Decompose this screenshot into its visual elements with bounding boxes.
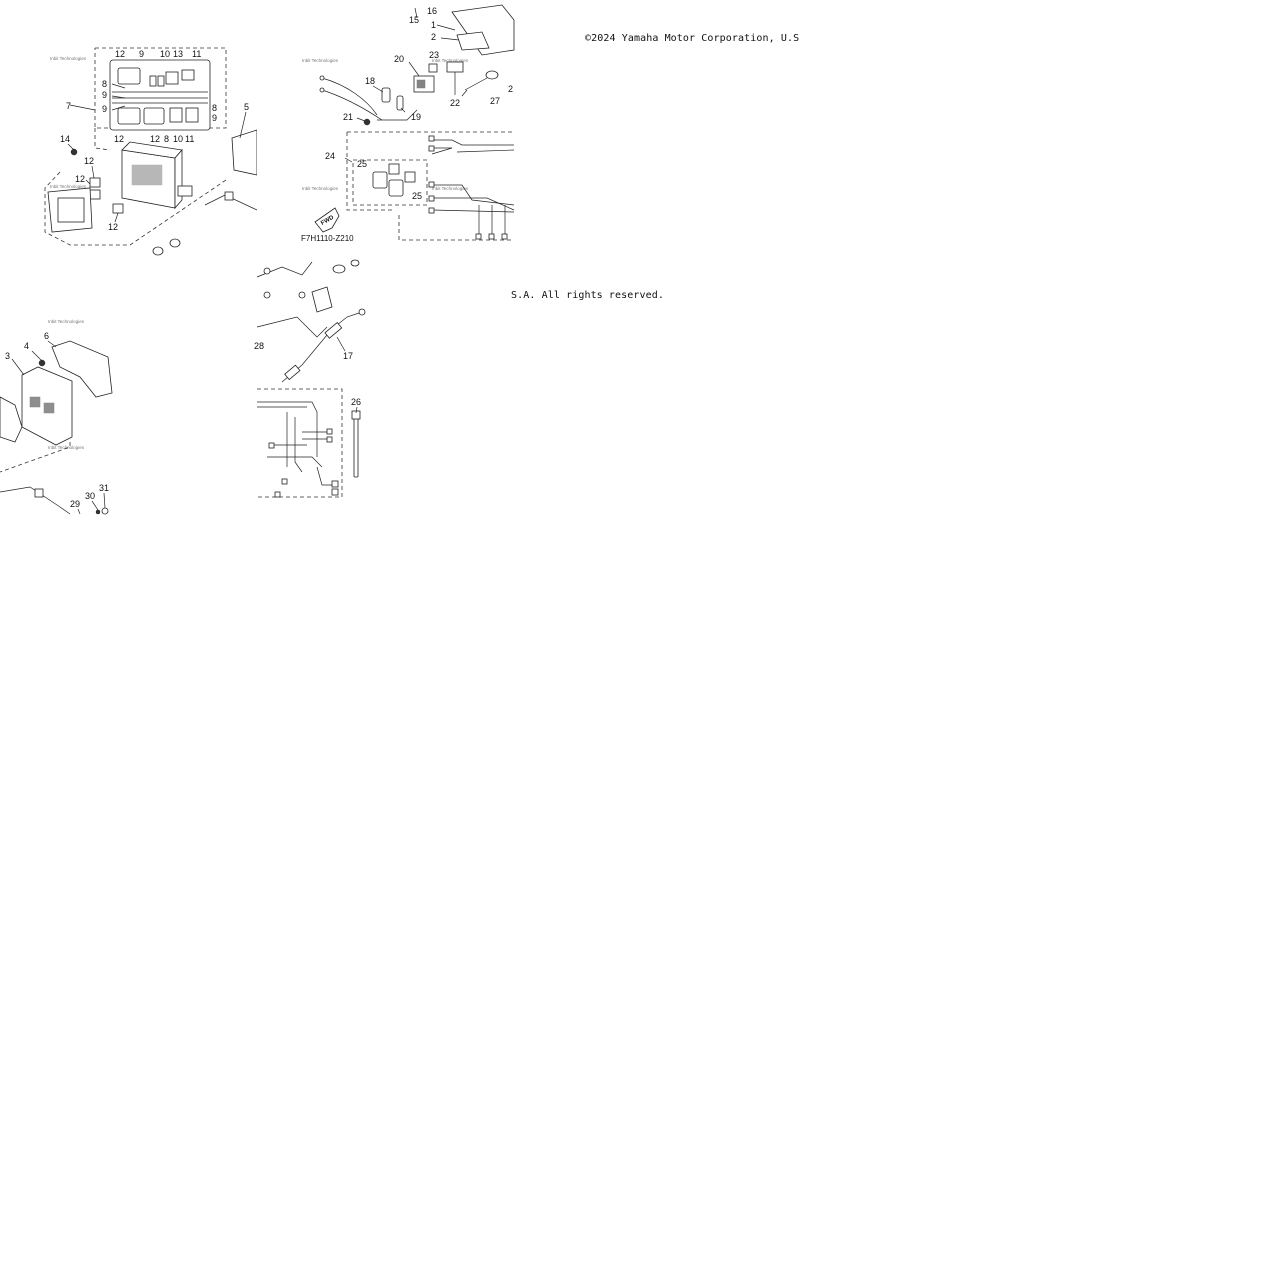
callout-29: 29 (70, 499, 80, 509)
callout-16: 16 (427, 6, 437, 16)
diagram-tile-bottom-right: 17 26 28 (254, 257, 514, 514)
callout-9: 9 (139, 49, 144, 59)
callout-31: 31 (99, 483, 109, 493)
callout-1: 1 (431, 20, 436, 30)
callout-2: 2 (431, 32, 436, 42)
callout-23: 23 (429, 50, 439, 60)
callout-27: 27 (490, 96, 500, 106)
callout-12: 12 (114, 134, 124, 144)
callout-12: 12 (75, 174, 85, 184)
fuse-box-diagram: Inbit Technologies Inbit Technologies In… (44, 47, 258, 256)
copyright-notice-top: ©2024 Yamaha Motor Corporation, U.S (585, 33, 800, 44)
callout-13: 13 (173, 49, 183, 59)
callout-9: 9 (102, 104, 107, 114)
diagram-tile-top-left: Inbit Technologies Inbit Technologies In… (0, 0, 258, 257)
callout-25: 25 (412, 191, 422, 201)
callout-10: 10 (160, 49, 170, 59)
callout-26: 26 (351, 397, 361, 407)
watermark-text: Inbit Technologies (48, 319, 85, 324)
callout-25: 25 (357, 159, 367, 169)
callout-12: 12 (115, 49, 125, 59)
chassis-harness-diagram: 17 26 28 (254, 259, 366, 498)
callout-17: 17 (343, 351, 353, 361)
watermark-text: Inbit Technologies (302, 186, 339, 191)
bracket-module-diagram: Inbit Technologies Inbit Technologies 3 … (0, 319, 113, 515)
callout-28: 28 (254, 341, 264, 351)
watermark-text: Inbit Technologies (302, 58, 339, 63)
diagram-tile-bottom-left: Inbit Technologies Inbit Technologies 3 … (0, 257, 257, 515)
callout-11: 11 (192, 49, 201, 59)
callout-12: 12 (150, 134, 160, 144)
callout-9: 9 (102, 90, 107, 100)
callout-19: 19 (411, 112, 421, 122)
fwd-arrow-icon (314, 207, 340, 233)
callout-8: 8 (164, 134, 169, 144)
watermark-text: Inbit Technologies (50, 184, 87, 189)
callout-24: 24 (325, 151, 335, 161)
callout-8: 8 (102, 79, 107, 89)
callout-12: 12 (84, 156, 94, 166)
watermark-text: Inbit Technologies (432, 58, 469, 63)
callout-22: 22 (450, 98, 460, 108)
callout-18: 18 (365, 76, 375, 86)
callout-12: 12 (108, 222, 118, 232)
callout-20: 20 (394, 54, 404, 64)
callout-11: 11 (185, 134, 194, 144)
callout-10: 10 (173, 134, 183, 144)
copyright-notice-bottom: S.A. All rights reserved. (511, 290, 665, 301)
callout-3: 3 (5, 351, 10, 361)
callout-8: 8 (212, 103, 217, 113)
callout-21: 21 (343, 112, 353, 122)
diagram-code: F7H1110-Z210 (301, 234, 354, 243)
callout-14: 14 (60, 134, 70, 144)
callout-2-right: 2 (508, 84, 513, 94)
watermark-text: Inbit Technologies (432, 186, 469, 191)
relay-harness-diagram: Inbit Technologies Inbit Technologies In… (301, 4, 515, 243)
callout-30: 30 (85, 491, 95, 501)
diagram-tile-top-right: Inbit Technologies Inbit Technologies In… (257, 0, 515, 257)
callout-4: 4 (24, 341, 29, 351)
callout-9: 9 (212, 113, 217, 123)
callout-7: 7 (66, 101, 71, 111)
watermark-text: Inbit Technologies (50, 56, 87, 61)
callout-5: 5 (244, 102, 249, 112)
watermark-text: Inbit Technologies (48, 445, 85, 450)
callout-15: 15 (409, 15, 419, 25)
callout-6: 6 (44, 331, 49, 341)
